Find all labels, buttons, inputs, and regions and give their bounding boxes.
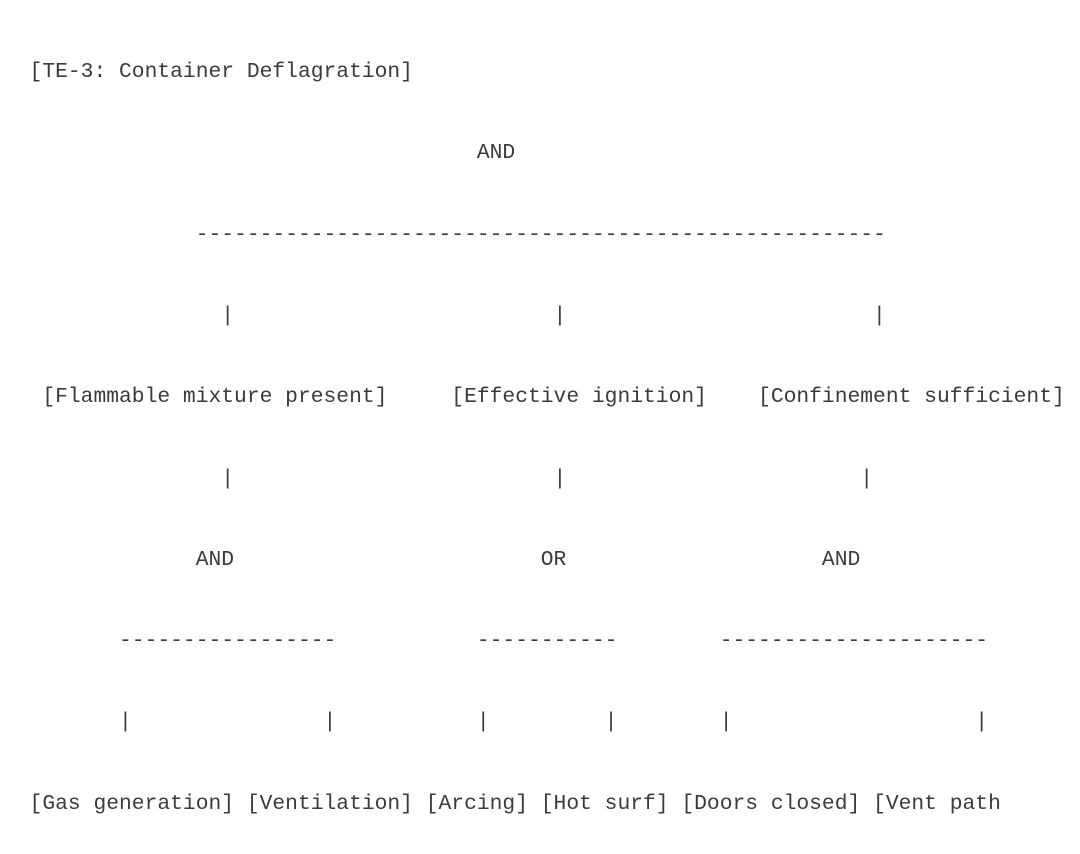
root-gate-row: AND (4, 141, 516, 166)
branch-bars-row: ----------------- ----------- ----------… (4, 629, 989, 654)
intermediate-events-row: [Flammable mixture present] [Effective i… (4, 385, 1065, 410)
root-branch-drops-row: | | | (4, 304, 886, 329)
branch-gates-row: AND OR AND (4, 547, 861, 572)
intermediate-drops-row: | | | (4, 466, 874, 491)
document-page: [TE-3: Container Deflagration] AND -----… (29, 60, 1065, 816)
fault-tree-diagram: [TE-3: Container Deflagration] AND -----… (4, 5, 1065, 854)
leaf-drops-row: | | | | | | (4, 710, 989, 735)
basic-events-row: [Gas generation] [Ventilation] [Arcing] … (4, 791, 1001, 816)
root-branch-bar-row: ----------------------------------------… (4, 222, 886, 247)
tree-title-row: [TE-3: Container Deflagration] (4, 60, 413, 85)
